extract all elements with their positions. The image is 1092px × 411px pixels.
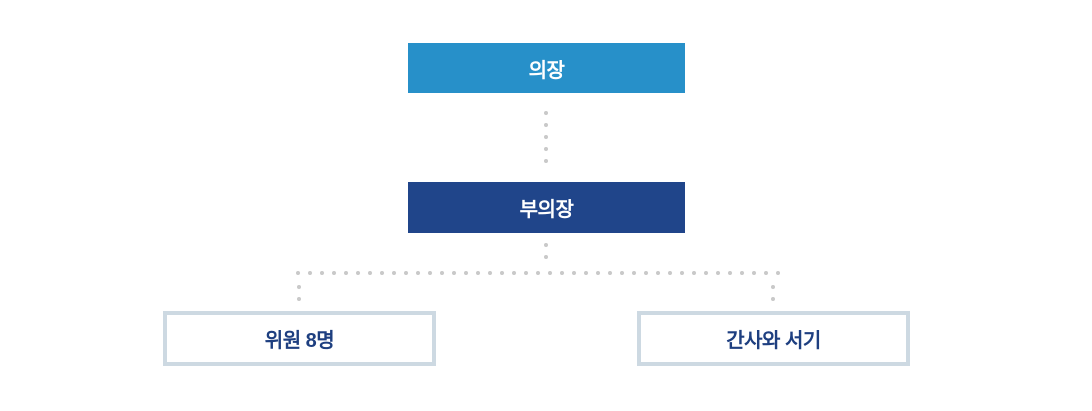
dotted-connector-drop-to-secretary <box>771 285 775 301</box>
org-node-vice-chairman-label: 부의장 <box>519 199 574 221</box>
org-node-chairman-label: 의장 <box>528 59 565 82</box>
org-node-vice-chairman: 부의장 <box>408 182 685 233</box>
org-node-secretary-clerk: 간사와 서기 <box>637 311 910 366</box>
org-node-chairman: 의장 <box>408 43 685 93</box>
org-node-members: 위원 8명 <box>163 311 436 366</box>
dotted-connector-chairman-to-vice <box>544 111 548 163</box>
dotted-connector-drop-to-members <box>297 285 301 301</box>
org-node-secretary-clerk-label: 간사와 서기 <box>726 330 821 352</box>
dotted-connector-branch-horizontal <box>296 271 780 275</box>
dotted-connector-vice-stub <box>544 243 548 259</box>
org-node-members-label: 위원 8명 <box>264 330 335 352</box>
